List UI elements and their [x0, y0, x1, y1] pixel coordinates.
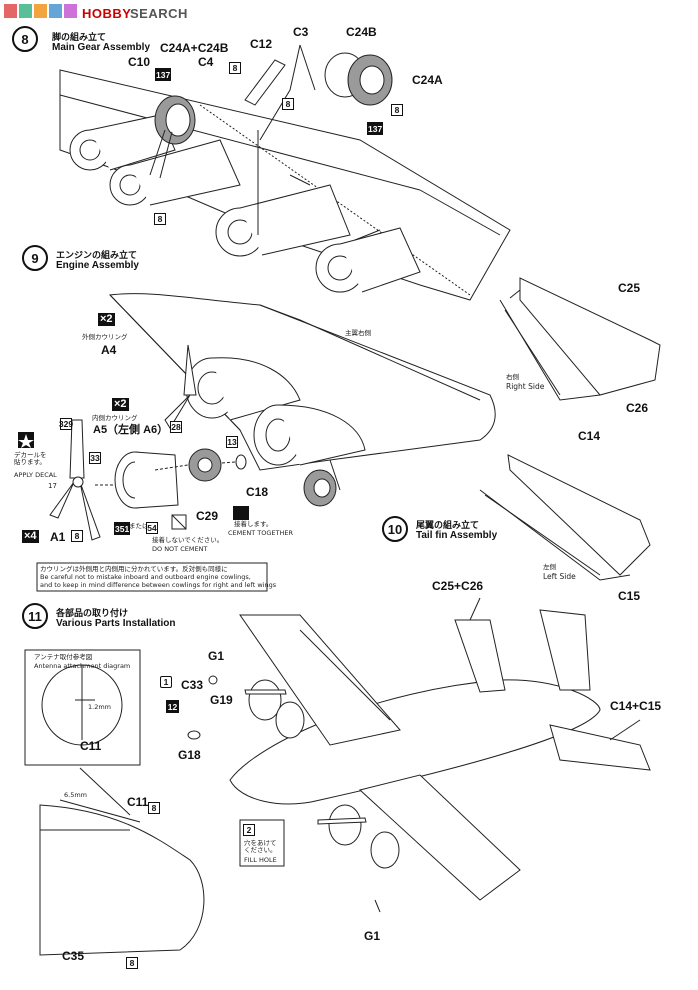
or-jp: または	[129, 522, 149, 530]
step10-title-en: Tail fin Assembly	[416, 530, 498, 541]
step8-drawing	[59, 44, 511, 301]
part-c18: C18	[246, 485, 269, 499]
note-en-2: and to keep in mind difference between c…	[40, 581, 277, 589]
code-8-c35: 8	[126, 957, 138, 969]
part-c15: C15	[618, 589, 641, 603]
decal-jp: デカールを 貼ります。	[14, 451, 47, 467]
code-329: 329	[58, 418, 74, 430]
part-c35: C35	[62, 949, 85, 963]
outer-cowling-jp: 外側カウリング	[82, 333, 128, 341]
code-28: 28	[170, 421, 182, 433]
code-137-left: 137	[155, 68, 172, 81]
watermark-logo	[4, 4, 77, 18]
step11-drawing	[24, 597, 651, 956]
part-c25: C25	[618, 281, 641, 295]
fill-hole-en: FILL HOLE	[244, 856, 277, 864]
code-12: 12	[166, 700, 179, 713]
main-wing-jp: 主翼右側	[345, 329, 371, 337]
part-a1: A1	[50, 530, 66, 544]
part-c12: C12	[250, 37, 273, 51]
part-c3: C3	[293, 25, 309, 39]
inner-cowling-jp: 内側カウリング	[92, 414, 138, 422]
left-side-jp: 左側	[543, 563, 556, 571]
code-17: 17	[48, 482, 57, 490]
part-c25-c26: C25+C26	[432, 579, 484, 593]
part-c10: C10	[128, 55, 151, 69]
code-8-c11: 8	[148, 802, 160, 814]
code-8-a1: 8	[71, 530, 83, 542]
dim-1-2mm: 1.2mm	[88, 703, 112, 711]
code-33: 33	[89, 452, 101, 464]
part-c26: C26	[626, 401, 649, 415]
part-c14-c15: C14+C15	[610, 699, 662, 713]
code-8-c12: 8	[229, 62, 241, 74]
code-8-c3: 8	[282, 98, 294, 110]
part-c11: C11	[127, 795, 149, 809]
part-a4: A4	[101, 343, 117, 357]
part-c33: C33	[181, 678, 204, 692]
step11-title-en: Various Parts Installation	[56, 618, 176, 629]
watermark-brand: HOBBY	[82, 6, 132, 21]
step9-title-jp: エンジンの組み立て	[56, 251, 138, 261]
part-c24b: C24B	[346, 25, 377, 39]
step10-number: 10	[382, 516, 408, 542]
right-side-jp: 右側	[506, 373, 519, 381]
right-side-en: Right Side	[506, 382, 545, 391]
mult-x2-inner: ×2	[112, 398, 129, 411]
cement-en: CEMENT TOGETHER	[228, 529, 293, 537]
part-c11-diagram: C11	[80, 739, 102, 753]
part-a5-a6: A5（左側 A6）	[93, 424, 169, 436]
code-13: 13	[226, 436, 238, 448]
watermark-site: SEARCH	[130, 6, 188, 21]
step10-title-jp: 尾翼の組み立て	[416, 521, 480, 531]
code-54: 54	[146, 522, 158, 534]
mult-x4: ×4	[22, 530, 39, 543]
part-g1-belly: G1	[364, 929, 381, 943]
step9-title-en: Engine Assembly	[56, 260, 139, 271]
part-c4: C4	[198, 55, 214, 69]
code-137-right: 137	[367, 122, 384, 135]
step8-title-en: Main Gear Assembly	[52, 42, 151, 53]
nocement-jp: 接着しないでください。	[152, 536, 224, 544]
left-side-en: Left Side	[543, 572, 576, 581]
dim-6-5mm: 6.5mm	[64, 791, 88, 799]
mult-x2-outer: ×2	[98, 313, 115, 326]
step10-drawing	[479, 277, 661, 581]
decal-en: APPLY DECAL	[14, 471, 57, 479]
code-351: 351	[114, 522, 131, 535]
note-en-1: Be careful not to mistake inboard and ou…	[40, 573, 251, 581]
part-c29: C29	[196, 509, 219, 523]
step9-drawing	[18, 293, 496, 592]
part-c14: C14	[578, 429, 601, 443]
cement-jp: 接着します。	[234, 520, 273, 528]
step9-number: 9	[22, 245, 48, 271]
note-jp: カウリングは外側用と内側用に分かれています。反対側も同様に	[40, 565, 228, 573]
step8-title-jp: 脚の組み立て	[52, 33, 107, 43]
step11-number: 11	[22, 603, 48, 629]
step11-title-jp: 各部品の取り付け	[56, 609, 129, 619]
part-g18: G18	[178, 748, 201, 762]
circled-2: 2	[243, 824, 255, 836]
part-c24a-c24b: C24A+C24B	[160, 41, 229, 55]
fill-hole-jp: 穴をあけて ください。	[244, 839, 277, 855]
part-g1-nose: G1	[208, 649, 225, 663]
antenna-en: Antenna attachment diagram	[34, 662, 131, 670]
part-g19: G19	[210, 693, 233, 707]
circled-1: 1	[160, 676, 172, 688]
code-8-c10: 8	[154, 213, 166, 225]
step8-number: 8	[12, 26, 38, 52]
antenna-jp: アンテナ取付参考図	[34, 653, 93, 661]
part-c24a: C24A	[412, 73, 443, 87]
code-8-c24a: 8	[391, 104, 403, 116]
nocement-en: DO NOT CEMENT	[152, 545, 208, 553]
